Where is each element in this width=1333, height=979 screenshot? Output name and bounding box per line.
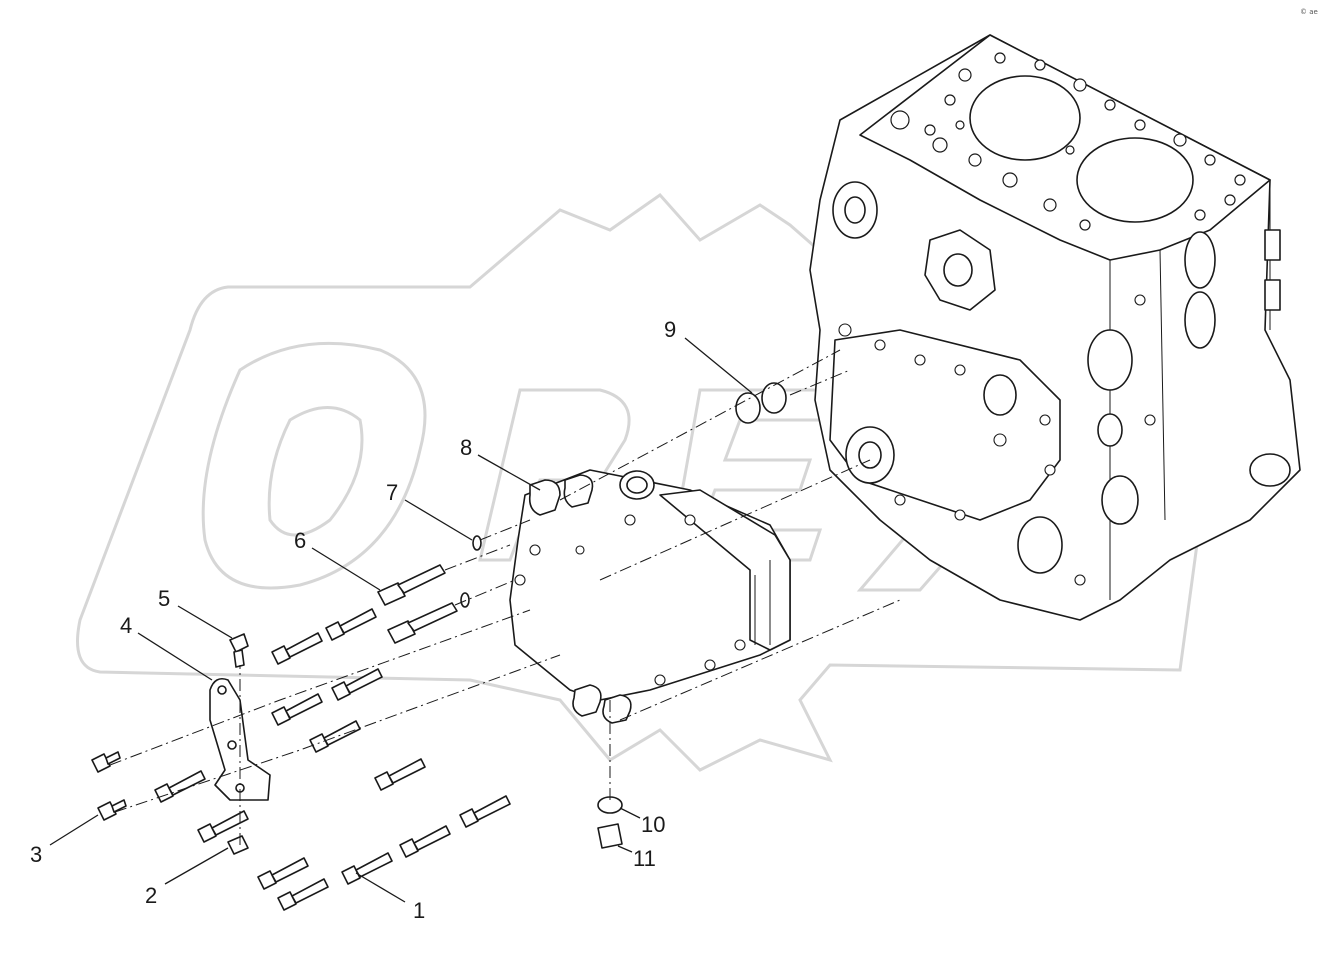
svg-text:11: 11 <box>633 846 656 871</box>
svg-text:9: 9 <box>664 317 676 342</box>
svg-text:10: 10 <box>641 812 665 837</box>
svg-text:4: 4 <box>120 613 132 638</box>
svg-text:6: 6 <box>294 528 306 553</box>
callout-10: 10 <box>619 807 665 837</box>
svg-text:5: 5 <box>158 586 170 611</box>
callout-8: 8 <box>460 435 541 491</box>
callout-7: 7 <box>386 480 473 541</box>
callout-11: 11 <box>617 845 656 871</box>
callout-6: 6 <box>294 528 381 591</box>
o-rings <box>735 382 787 424</box>
callout-5: 5 <box>158 586 233 639</box>
small-seals <box>460 535 482 608</box>
studs <box>377 564 458 644</box>
svg-text:2: 2 <box>145 883 157 908</box>
fasteners <box>91 633 623 855</box>
engine-block <box>809 34 1301 621</box>
bolts <box>154 608 511 911</box>
callouts: 1 2 3 4 5 6 7 8 <box>30 317 753 923</box>
corner-mark: © ae <box>1300 8 1318 16</box>
callout-2: 2 <box>145 847 229 908</box>
callout-4: 4 <box>120 613 213 681</box>
assembly-lines <box>109 349 901 845</box>
svg-text:7: 7 <box>386 480 398 505</box>
svg-text:8: 8 <box>460 435 472 460</box>
callout-1: 1 <box>355 872 425 923</box>
oil-cooler-cover <box>509 469 791 724</box>
callout-3: 3 <box>30 814 99 867</box>
svg-text:1: 1 <box>413 898 425 923</box>
svg-text:3: 3 <box>30 842 42 867</box>
callout-9: 9 <box>664 317 753 394</box>
